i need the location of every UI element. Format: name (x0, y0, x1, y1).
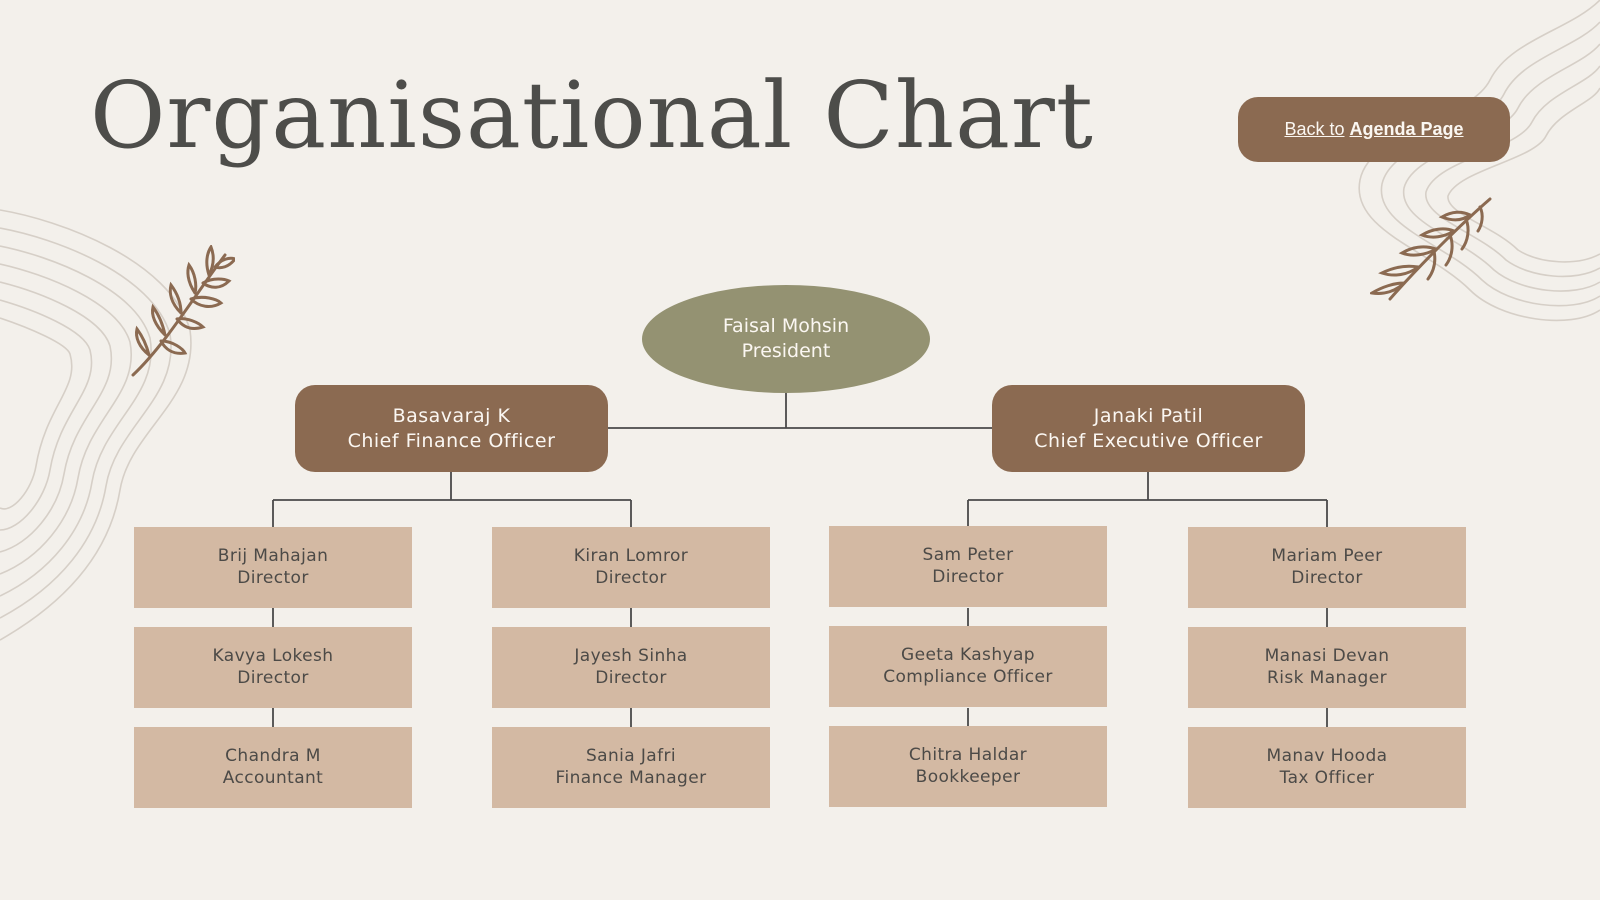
staff-card: Chitra Haldar Bookkeeper (829, 726, 1107, 807)
back-to-agenda-button[interactable]: Back to Agenda Page (1238, 97, 1510, 162)
staff-name: Geeta Kashyap (901, 645, 1035, 666)
staff-role: Bookkeeper (915, 766, 1021, 787)
staff-role: Risk Manager (1267, 667, 1387, 688)
staff-role: Compliance Officer (883, 666, 1053, 687)
staff-role: Director (237, 567, 309, 588)
staff-name: Manav Hooda (1266, 746, 1388, 767)
staff-name: Jayesh Sinha (574, 646, 688, 667)
president-role: President (741, 340, 831, 362)
cfo-node: Basavaraj K Chief Finance Officer (295, 385, 608, 472)
staff-role: Finance Manager (555, 767, 707, 788)
staff-name: Sam Peter (922, 545, 1014, 566)
staff-card: Mariam Peer Director (1188, 527, 1466, 608)
staff-card: Manav Hooda Tax Officer (1188, 727, 1466, 808)
back-button-emphasis: Agenda Page (1349, 119, 1464, 139)
staff-card: Chandra M Accountant (134, 727, 412, 808)
staff-card: Kiran Lomror Director (492, 527, 770, 608)
staff-card: Manasi Devan Risk Manager (1188, 627, 1466, 708)
staff-role: Director (932, 566, 1004, 587)
staff-role: Accountant (222, 767, 324, 788)
cfo-name: Basavaraj K (392, 404, 511, 427)
staff-name: Mariam Peer (1271, 546, 1383, 567)
ceo-role: Chief Executive Officer (1034, 429, 1263, 452)
staff-card: Brij Mahajan Director (134, 527, 412, 608)
staff-name: Kiran Lomror (573, 546, 689, 567)
ceo-node: Janaki Patil Chief Executive Officer (992, 385, 1305, 472)
cfo-role: Chief Finance Officer (347, 429, 556, 452)
staff-name: Chitra Haldar (908, 745, 1028, 766)
staff-name: Kavya Lokesh (212, 646, 334, 667)
ceo-name: Janaki Patil (1093, 404, 1204, 427)
staff-name: Manasi Devan (1264, 646, 1390, 667)
staff-card: Sam Peter Director (829, 526, 1107, 607)
staff-role: Director (595, 567, 667, 588)
president-node: Faisal Mohsin President (642, 285, 930, 393)
staff-name: Brij Mahajan (217, 546, 329, 567)
staff-role: Director (1291, 567, 1363, 588)
staff-role: Tax Officer (1279, 767, 1375, 788)
president-name: Faisal Mohsin (722, 315, 850, 338)
wavy-lines-right (1358, 0, 1600, 322)
staff-name: Chandra M (225, 746, 321, 767)
staff-card: Geeta Kashyap Compliance Officer (829, 626, 1107, 707)
leaf-sprig-icon (131, 245, 235, 377)
back-button-prefix: Back to (1284, 119, 1345, 139)
staff-card: Kavya Lokesh Director (134, 627, 412, 708)
wavy-lines-left (0, 209, 192, 641)
staff-name: Sania Jafri (585, 746, 677, 767)
staff-role: Director (595, 667, 667, 688)
staff-card: Sania Jafri Finance Manager (492, 727, 770, 808)
page-title: Organisational Chart (90, 62, 1094, 169)
staff-card: Jayesh Sinha Director (492, 627, 770, 708)
staff-role: Director (237, 667, 309, 688)
leaf-sprig-icon (1370, 197, 1492, 301)
